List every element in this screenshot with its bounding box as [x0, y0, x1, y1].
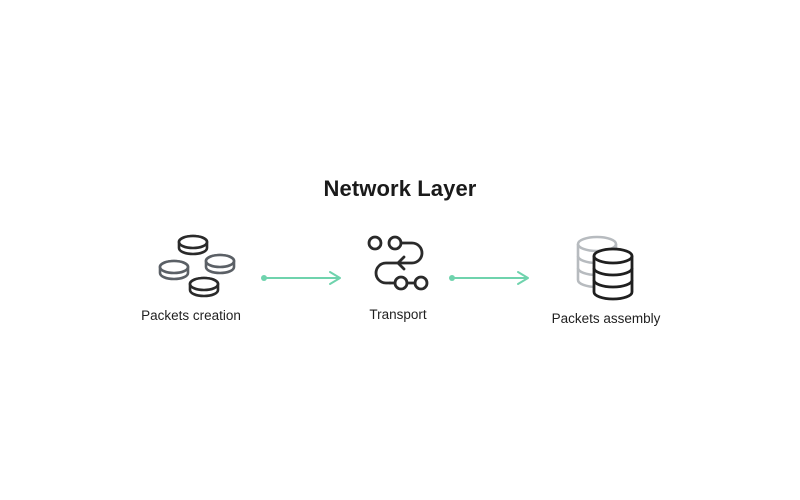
arrowhead-icon	[329, 271, 341, 285]
node-packets-assembly: Packets assembly	[540, 234, 672, 327]
node-label-transport: Transport	[369, 307, 427, 322]
node-transport: Transport	[350, 234, 446, 323]
node-packets-creation: Packets creation	[128, 232, 254, 324]
node-label-packets-creation: Packets creation	[141, 308, 241, 323]
arrowhead-icon	[517, 271, 529, 285]
database-stack-icon	[576, 235, 634, 301]
coins-stacks-icon	[158, 234, 236, 298]
arrow-connector-transport-assembly	[449, 271, 529, 285]
route-path-icon	[367, 235, 429, 291]
arrow-connector-creation-transport	[261, 271, 341, 285]
diagram-title: Network Layer	[323, 176, 477, 201]
node-label-packets-assembly: Packets assembly	[551, 311, 661, 326]
